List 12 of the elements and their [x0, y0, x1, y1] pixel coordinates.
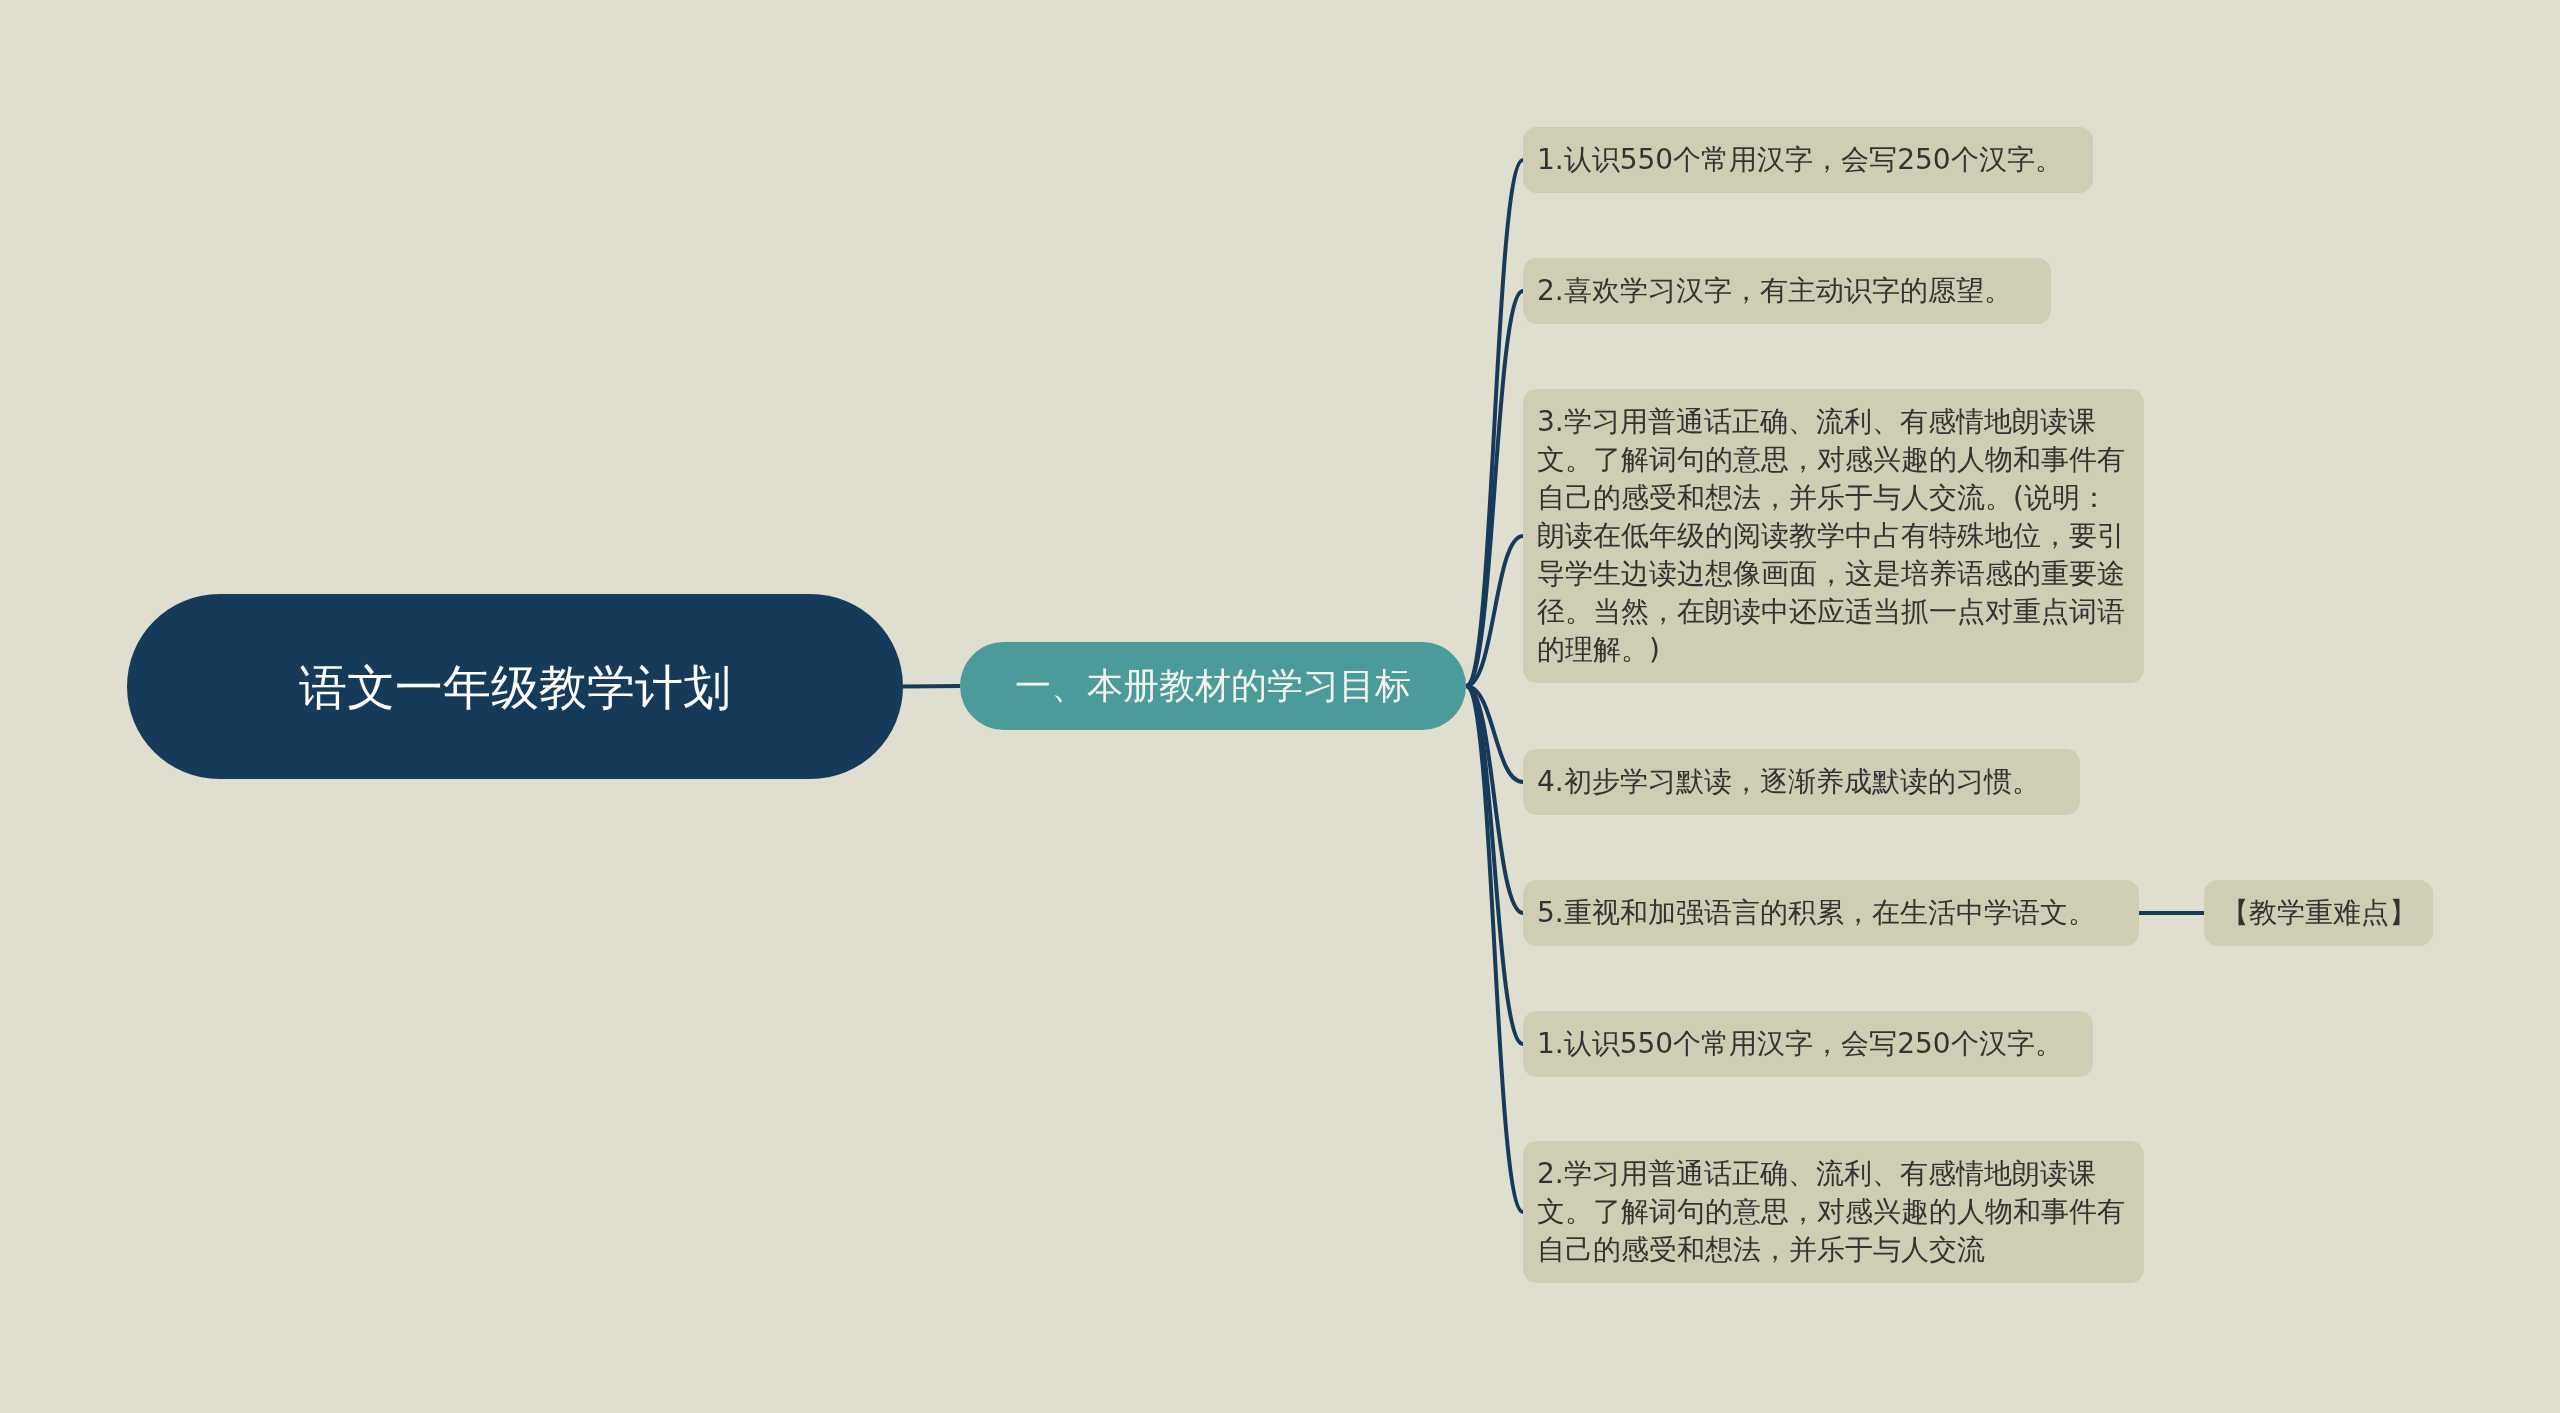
- text-box: 3.学习用普通话正确、流利、有感情地朗读课文。了解词句的意思，对感兴趣的人物和事件有自己的感受和想法，并乐于与人交流。(说明：朗读在低年级的阅读教学中占有特殊地位，要引导学生边读边想像画面，这是培养语感的重要途径。当然，在朗读中还应适当抓一点对重点词语的理解。): [1523, 389, 2144, 683]
- text-box: 1.认识550个常用汉字，会写250个汉字。: [1523, 1011, 2093, 1077]
- text-box: 2.学习用普通话正确、流利、有感情地朗读课文。了解词句的意思，对感兴趣的人物和事件有自己的感受和想法，并乐于与人交流: [1523, 1141, 2144, 1283]
- connector-line: [903, 684, 961, 689]
- text-box: 2.喜欢学习汉字，有主动识字的愿望。: [1523, 258, 2051, 324]
- text-box: 5.重视和加强语言的积累，在生活中学语文。: [1523, 880, 2139, 946]
- text-box: 1.认识550个常用汉字，会写250个汉字。: [1523, 127, 2093, 193]
- text-box: 【教学重难点】: [2204, 880, 2433, 946]
- text-box: 4.初步学习默读，逐渐养成默读的习惯。: [1523, 749, 2080, 815]
- root-node: 语文一年级教学计划: [127, 594, 903, 779]
- topic-box: 一、本册教材的学习目标: [960, 642, 1466, 730]
- connector-line: [2139, 911, 2204, 915]
